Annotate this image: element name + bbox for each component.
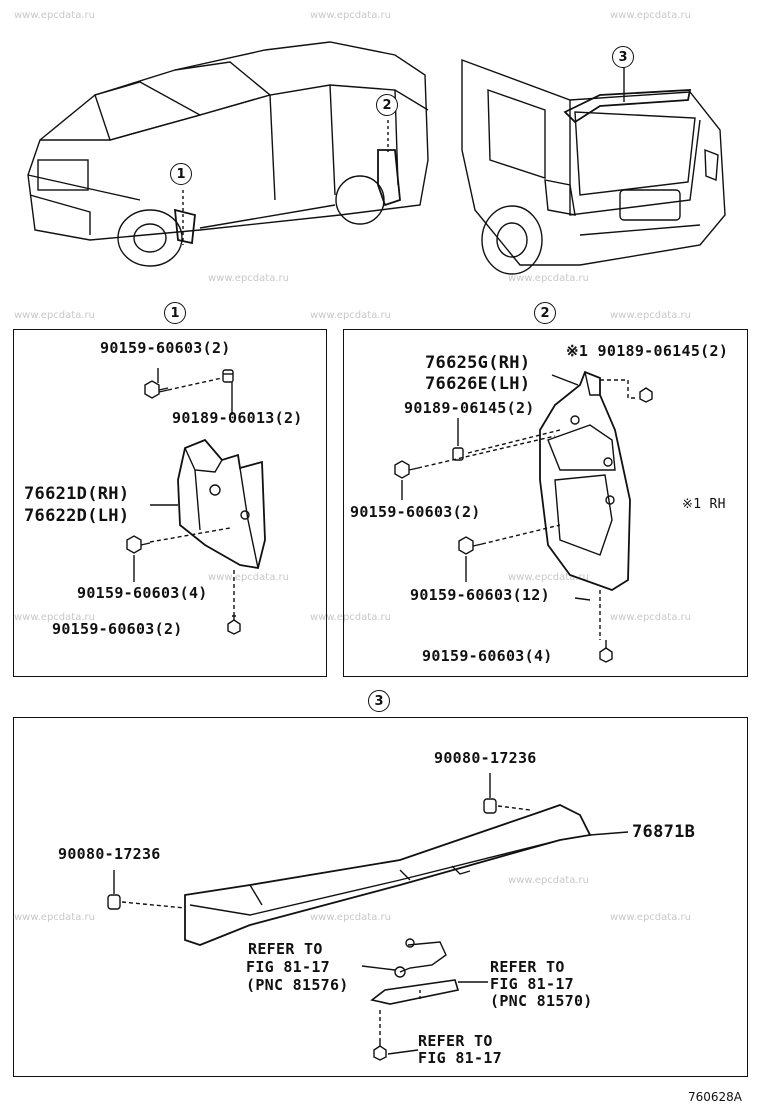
- part-label-90080-17236: 90080-17236: [58, 845, 161, 863]
- part-label-90159-60603: 90159-60603(2): [100, 339, 231, 357]
- watermark: www.epcdata.ru: [14, 10, 95, 21]
- part-label-90159-60603: 90159-60603(12): [410, 586, 550, 604]
- watermark: www.epcdata.ru: [310, 10, 391, 21]
- part-label-76626e: 76626E(LH): [425, 374, 531, 394]
- figure-id: 760628A: [688, 1090, 743, 1104]
- rh-note: ※1 RH: [682, 497, 726, 512]
- part-label-90159-60603: 90159-60603(4): [77, 584, 208, 602]
- reference-note: FIG 81-17: [490, 975, 574, 993]
- reference-note: REFER TO: [248, 940, 323, 958]
- panel3-art: [107, 773, 629, 1061]
- watermark: www.epcdata.ru: [310, 612, 391, 623]
- watermark: www.epcdata.ru: [508, 572, 589, 583]
- watermark: www.epcdata.ru: [610, 10, 691, 21]
- callout-1-vehicle: 1: [170, 163, 192, 185]
- reference-note: REFER TO: [418, 1032, 493, 1050]
- watermark: www.epcdata.ru: [310, 912, 391, 923]
- watermark: www.epcdata.ru: [610, 912, 691, 923]
- watermark: www.epcdata.ru: [610, 612, 691, 623]
- watermark: www.epcdata.ru: [14, 310, 95, 321]
- callout-3-vehicle: 3: [612, 46, 634, 68]
- part-label-76622d: 76622D(LH): [24, 506, 130, 526]
- watermark: www.epcdata.ru: [508, 875, 589, 886]
- part-label-90159-60603: 90159-60603(2): [350, 503, 481, 521]
- watermark: www.epcdata.ru: [14, 912, 95, 923]
- section-3-header: 3: [368, 690, 390, 712]
- panel-rear-spoiler: [13, 717, 748, 1077]
- reference-note: (PNC 81576): [246, 976, 349, 994]
- part-label-76871b: 76871B: [632, 822, 696, 842]
- part-label-76621d: 76621D(RH): [24, 484, 130, 504]
- vehicle-front-view: [27, 41, 429, 267]
- watermark: www.epcdata.ru: [208, 273, 289, 284]
- part-label-90189-06145-rh: ※1 90189-06145(2): [566, 342, 729, 360]
- watermark: www.epcdata.ru: [14, 612, 95, 623]
- watermark: www.epcdata.ru: [508, 273, 589, 284]
- reference-note: REFER TO: [490, 958, 565, 976]
- callout-2-vehicle: 2: [376, 94, 398, 116]
- watermark: www.epcdata.ru: [208, 572, 289, 583]
- watermark: www.epcdata.ru: [610, 310, 691, 321]
- part-label-90159-60603: 90159-60603(4): [422, 647, 553, 665]
- part-label-90189-06145: 90189-06145(2): [404, 399, 535, 417]
- section-2-header: 2: [534, 302, 556, 324]
- reference-note: FIG 81-17: [418, 1049, 502, 1067]
- section-1-header: 1: [164, 302, 186, 324]
- panel1-art: [126, 368, 266, 635]
- reference-note: (PNC 81570): [490, 992, 593, 1010]
- panel-rear-mudflap: [343, 329, 748, 677]
- reference-note: FIG 81-17: [246, 958, 330, 976]
- part-label-76625g: 76625G(RH): [425, 353, 531, 373]
- part-label-90159-60603: 90159-60603(2): [52, 620, 183, 638]
- watermark: www.epcdata.ru: [310, 310, 391, 321]
- part-label-90189-06013: 90189-06013(2): [172, 409, 303, 427]
- panel-front-mudguard: [13, 329, 327, 677]
- part-label-90080-17236: 90080-17236: [434, 749, 537, 767]
- panel2-art: [394, 370, 653, 663]
- vehicle-rear-view: [461, 58, 726, 275]
